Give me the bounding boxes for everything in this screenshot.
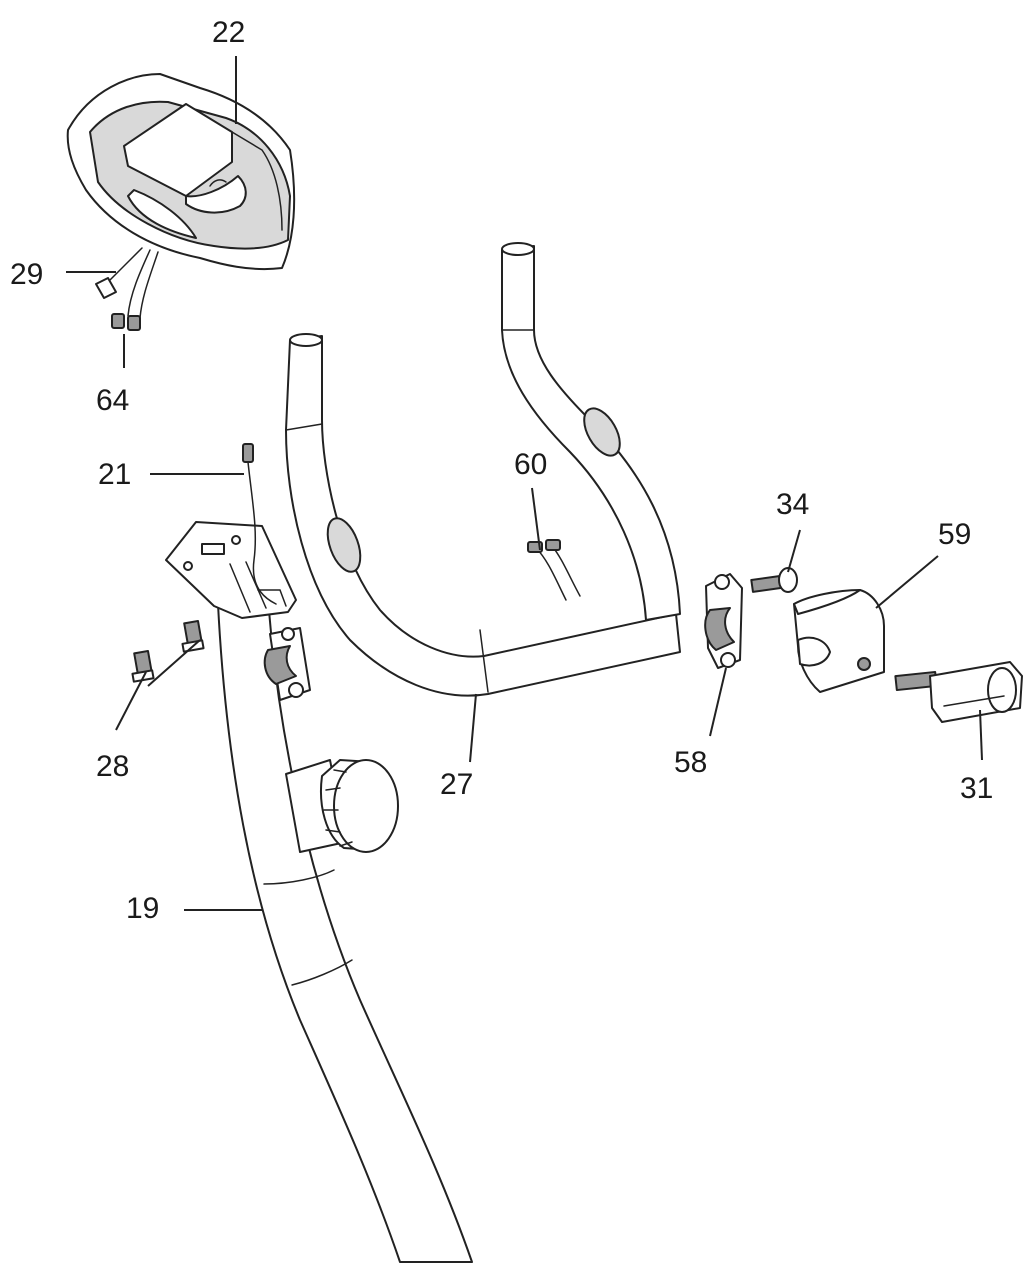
handlebar-post — [217, 595, 473, 1263]
leader-lines — [66, 56, 983, 911]
callout-31: 31 — [960, 772, 993, 805]
callout-27: 27 — [440, 768, 473, 801]
tension-knob — [285, 759, 399, 853]
callout-labels: 22 29 64 21 28 19 27 60 34 58 59 31 — [10, 16, 993, 925]
handlebar — [285, 242, 681, 697]
bolt — [750, 567, 798, 593]
callout-34: 34 — [776, 488, 809, 521]
callout-28: 28 — [96, 750, 129, 783]
callout-29: 29 — [10, 258, 43, 291]
callout-22: 22 — [212, 16, 245, 49]
callout-58: 58 — [674, 746, 707, 779]
post-clamp — [263, 627, 311, 701]
handlebar-clamp — [704, 573, 743, 669]
callout-60: 60 — [514, 448, 547, 481]
callout-21: 21 — [98, 458, 131, 491]
callout-64: 64 — [96, 384, 129, 417]
console-bolts — [131, 619, 205, 683]
callout-59: 59 — [938, 518, 971, 551]
console — [66, 73, 296, 271]
t-knob — [894, 661, 1023, 723]
clamp-cover — [793, 589, 885, 693]
callout-19: 19 — [126, 892, 159, 925]
console-wires — [95, 247, 159, 331]
pulse-wires — [527, 539, 581, 601]
extension-wire — [242, 443, 277, 605]
